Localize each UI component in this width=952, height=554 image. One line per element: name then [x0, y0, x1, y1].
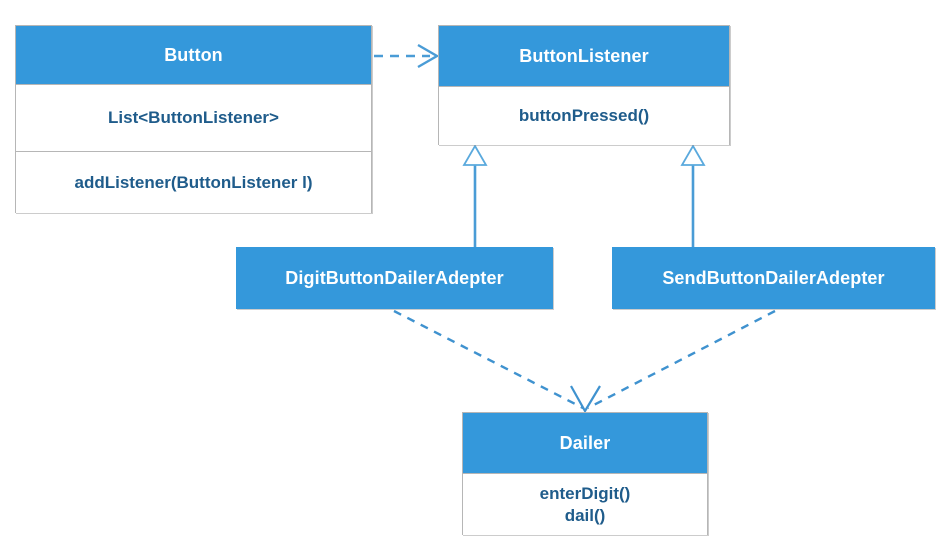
class-name-button: Button [16, 26, 371, 84]
connector-sendadapter-to-dailer [587, 309, 776, 410]
uml-class-dailer[interactable]: Dailer enterDigit() dail() [462, 412, 708, 535]
uml-class-sendbuttondaileradepter[interactable]: SendButtonDailerAdepter [612, 247, 935, 309]
connector-digitadapter-to-dailer [393, 309, 584, 410]
class-name-dailer: Dailer [463, 413, 707, 473]
uml-class-button[interactable]: Button List<ButtonListener> addListener(… [15, 25, 372, 213]
arrowhead-dailer-dependency [570, 385, 601, 414]
uml-class-digitbuttondaileradepter[interactable]: DigitButtonDailerAdepter [236, 247, 553, 309]
class-attributes-button: List<ButtonListener> [16, 84, 371, 151]
class-operations-button: addListener(ButtonListener l) [16, 151, 371, 213]
connector-sendadapter-to-buttonlistener [680, 144, 706, 247]
uml-class-buttonlistener[interactable]: ButtonListener buttonPressed() [438, 25, 730, 145]
connector-digitadapter-to-buttonlistener [462, 144, 488, 247]
connector-button-to-buttonlistener [374, 43, 440, 69]
class-name-sendbuttondaileradepter: SendButtonDailerAdepter [612, 247, 935, 309]
class-operations-dailer: enterDigit() dail() [463, 473, 707, 535]
class-name-buttonlistener: ButtonListener [439, 26, 729, 86]
class-name-digitbuttondaileradepter: DigitButtonDailerAdepter [236, 247, 553, 309]
class-operations-buttonlistener: buttonPressed() [439, 86, 729, 145]
